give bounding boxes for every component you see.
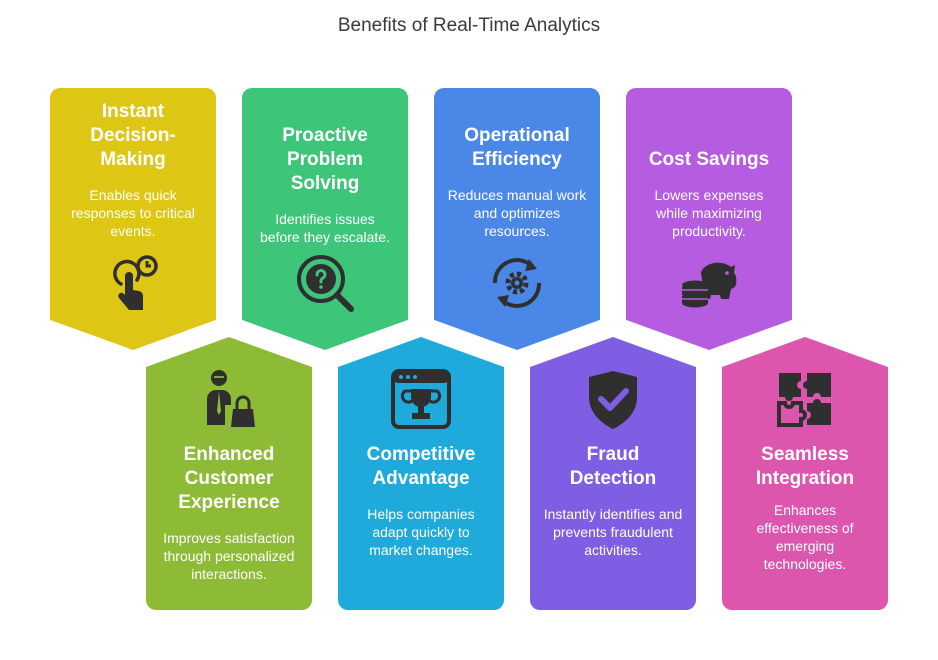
- touch-clock-icon: [101, 250, 165, 314]
- card-title: Proactive Problem Solving: [282, 125, 368, 194]
- card-description: Lowers expenses while maximizing product…: [654, 187, 764, 239]
- page-title: Benefits of Real-Time Analytics: [337, 15, 601, 36]
- card-title: Competitive Advantage: [366, 444, 476, 489]
- card-seamless-integration: Seamless Integration Enhances effectiven…: [722, 337, 888, 610]
- card-title: Operational Efficiency: [464, 125, 570, 170]
- puzzle-icon: [773, 367, 837, 431]
- card-operational-efficiency: Operational Efficiency Reduces manual wo…: [434, 88, 600, 350]
- trophy-window-icon: [389, 367, 453, 431]
- card-description: Enhances effectiveness of emerging techn…: [756, 502, 854, 572]
- card-title: Enhanced Customer Experience: [178, 444, 280, 513]
- piggy-bank-coins-icon: [677, 251, 741, 315]
- card-description: Instantly identifies and prevents fraudu…: [543, 506, 683, 558]
- card-proactive-problem-solving: Proactive Problem Solving Identifies iss…: [242, 88, 408, 350]
- card-title: Fraud Detection: [569, 444, 657, 489]
- shield-check-icon: [581, 367, 645, 431]
- card-description: Improves satisfaction through personaliz…: [163, 530, 295, 582]
- card-cost-savings: Cost Savings Lowers expenses while maxim…: [626, 88, 792, 350]
- card-title: Seamless Integration: [755, 444, 855, 489]
- card-title: Instant Decision-Making: [90, 101, 176, 170]
- card-enhanced-customer-experience: Enhanced Customer Experience Improves sa…: [146, 337, 312, 610]
- card-fraud-detection: Fraud Detection Instantly identifies and…: [530, 337, 696, 610]
- gear-cycle-icon: [485, 251, 549, 315]
- magnifier-question-icon: [293, 251, 357, 315]
- card-description: Reduces manual work and optimizes resour…: [447, 187, 587, 239]
- card-instant-decision-making: Instant Decision-Making Enables quick re…: [50, 88, 216, 350]
- card-description: Helps companies adapt quickly to market …: [367, 506, 475, 558]
- card-title: Cost Savings: [648, 149, 770, 170]
- card-description: Enables quick responses to critical even…: [71, 187, 195, 239]
- customer-bag-icon: [197, 365, 261, 429]
- card-description: Identifies issues before they escalate.: [260, 211, 390, 245]
- card-competitive-advantage: Competitive Advantage Helps companies ad…: [338, 337, 504, 610]
